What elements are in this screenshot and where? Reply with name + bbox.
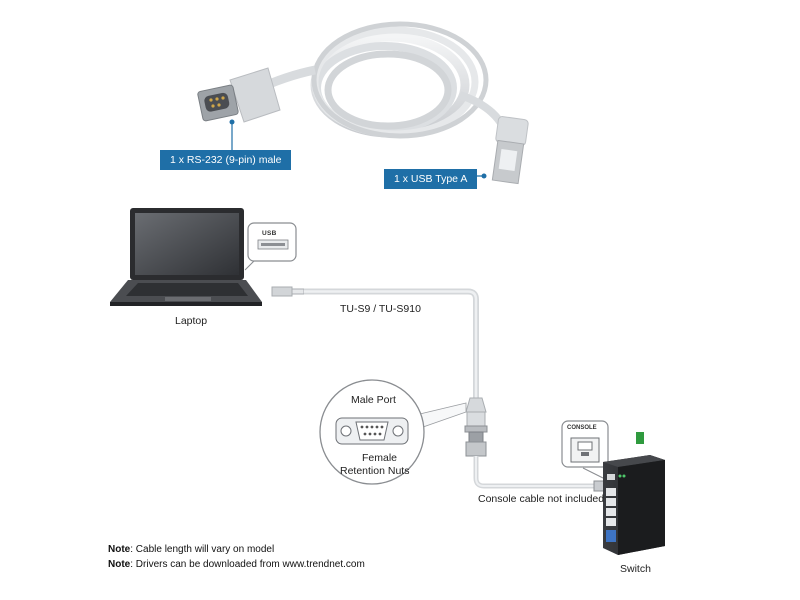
- usb-connector-photo: [491, 116, 529, 185]
- note-prefix: Note: [108, 544, 131, 555]
- rs232-label: 1 x RS-232 (9-pin) male: [160, 150, 292, 170]
- laptop-label: Laptop: [175, 315, 208, 327]
- switch-illustration: [603, 432, 665, 555]
- db9-port-callout: [319, 379, 467, 485]
- note-prefix: Note: [108, 559, 131, 570]
- console-cable-note: Console cable not included: [478, 493, 605, 505]
- note-text: : Cable length will vary on model: [130, 544, 275, 555]
- laptop-illustration: [110, 208, 262, 306]
- usb-port-callout: [244, 222, 297, 271]
- note-line-1: Note: Cable length will vary on model: [108, 542, 274, 557]
- console-port-callout: [561, 420, 609, 479]
- note-text: : Drivers can be downloaded from www.tre…: [130, 559, 365, 570]
- female-label: Female: [362, 452, 398, 464]
- coiled-cable-photo: [242, 21, 509, 139]
- male-port-label: Male Port: [351, 394, 396, 406]
- usb-serial-cable: [271, 286, 607, 492]
- console-port-label: CONSOLE: [567, 425, 597, 431]
- cable-model-label: TU-S9 / TU-S910: [340, 303, 421, 315]
- note-line-2: Note: Drivers can be downloaded from www…: [108, 557, 365, 572]
- switch-label: Switch: [620, 563, 651, 575]
- usb-port-label: USB: [262, 230, 277, 237]
- db9-connector-photo: [197, 67, 281, 123]
- retention-nuts-label: Retention Nuts: [340, 465, 410, 477]
- usb-type-a-label: 1 x USB Type A: [384, 169, 478, 189]
